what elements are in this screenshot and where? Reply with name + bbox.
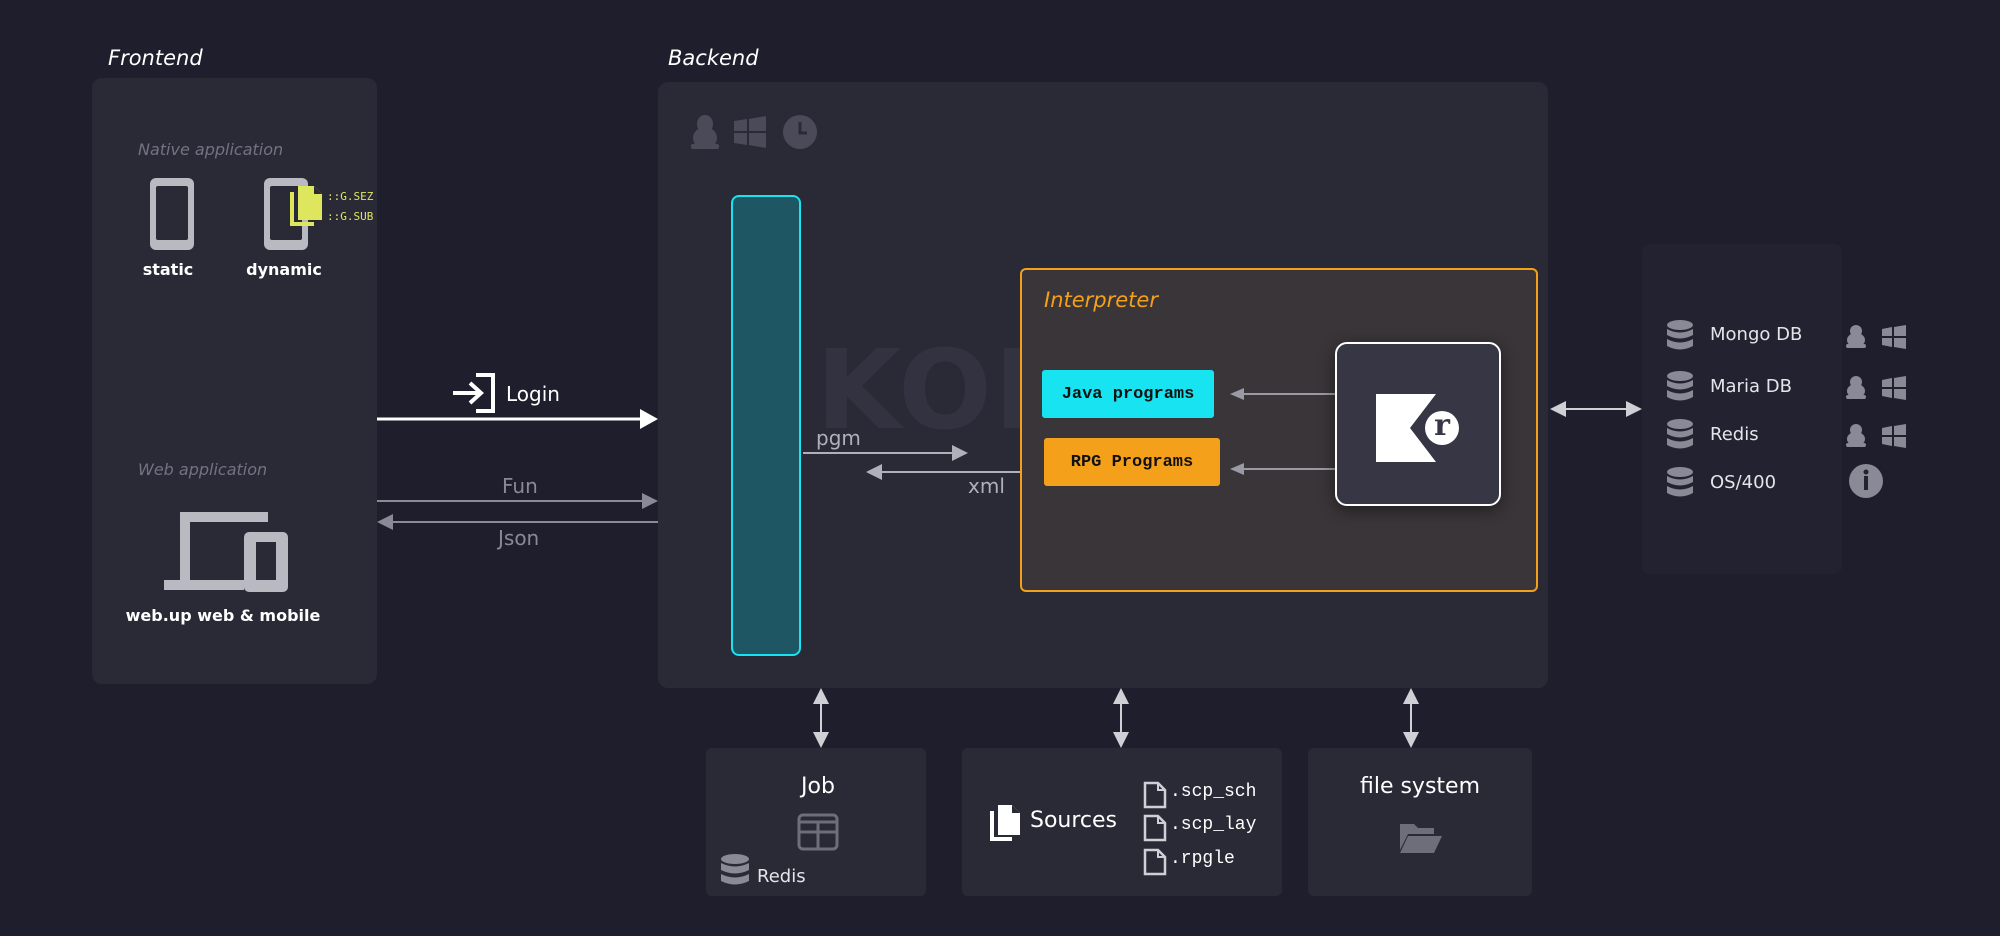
- code-line-1: ::G.SEZ: [327, 190, 374, 203]
- db-icon: [1667, 467, 1693, 497]
- phone-dynamic-icon: [264, 178, 308, 250]
- linux-icon: [691, 115, 719, 149]
- file-system-title: file system: [1359, 774, 1481, 799]
- databases-panel: [1642, 244, 1842, 574]
- db-name: Mongo DB: [1710, 324, 1803, 345]
- db-icon: [1667, 419, 1693, 449]
- file-icon: [1143, 814, 1167, 842]
- xml-label: xml: [968, 474, 1005, 498]
- dynamic-label: dynamic: [246, 260, 322, 279]
- db-name: Redis: [1710, 424, 1759, 445]
- devices-icon: [164, 512, 288, 592]
- windows-icon: [1882, 325, 1906, 349]
- fun-label: Fun: [502, 474, 538, 498]
- json-label: Json: [498, 526, 540, 550]
- code-line-2: ::G.SUB: [327, 210, 374, 223]
- db-icon: [1667, 371, 1693, 401]
- file-system-panel: [1308, 748, 1532, 896]
- source-file-label: .scp_sch: [1170, 782, 1257, 802]
- pgm-label: pgm: [816, 426, 861, 450]
- grid-icon: [797, 813, 839, 851]
- source-file-label: .scp_lay: [1170, 815, 1257, 835]
- db-icon: [1667, 320, 1693, 350]
- interpreter-logo-box: [1335, 342, 1501, 506]
- web-application-label: Web application: [138, 460, 268, 479]
- rpg-programs-box: RPG Programs: [1044, 438, 1220, 486]
- kokos-logo-letter: r: [1434, 408, 1450, 443]
- java-programs-box: Java programs: [1042, 370, 1214, 418]
- login-label: Login: [506, 382, 560, 406]
- login-icon: [453, 373, 495, 413]
- native-application-label: Native application: [138, 140, 284, 159]
- documents-icon: [990, 805, 1020, 841]
- windows-icon: [1882, 424, 1906, 448]
- static-label: static: [142, 260, 194, 279]
- db-icon: [721, 854, 749, 885]
- job-redis-label: Redis: [757, 866, 806, 887]
- webup-label: web.up web & mobile: [125, 606, 321, 625]
- sources-title: Sources: [1030, 808, 1118, 833]
- windows-icon: [734, 116, 766, 148]
- ibm-i-icon: [1849, 464, 1883, 498]
- api-bar: [731, 195, 801, 656]
- clock-icon: [783, 115, 817, 149]
- kokos-logo-icon: [1376, 394, 1459, 462]
- windows-icon: [1882, 376, 1906, 400]
- linux-icon: [1846, 325, 1866, 348]
- linux-icon: [1846, 424, 1866, 447]
- db-name: Maria DB: [1710, 376, 1792, 397]
- linux-icon: [1846, 376, 1866, 399]
- phone-static-icon: [150, 178, 194, 250]
- file-icon: [1143, 781, 1167, 809]
- job-title: Job: [801, 774, 835, 799]
- backend-title: Backend: [668, 46, 759, 70]
- db-name: OS/400: [1710, 472, 1777, 493]
- folder-open-icon: [1400, 824, 1442, 853]
- frontend-title: Frontend: [108, 46, 203, 70]
- document-icon: [290, 186, 322, 226]
- source-file-label: .rpgle: [1170, 849, 1235, 869]
- file-icon: [1143, 848, 1167, 876]
- interpreter-title: Interpreter: [1044, 288, 1158, 312]
